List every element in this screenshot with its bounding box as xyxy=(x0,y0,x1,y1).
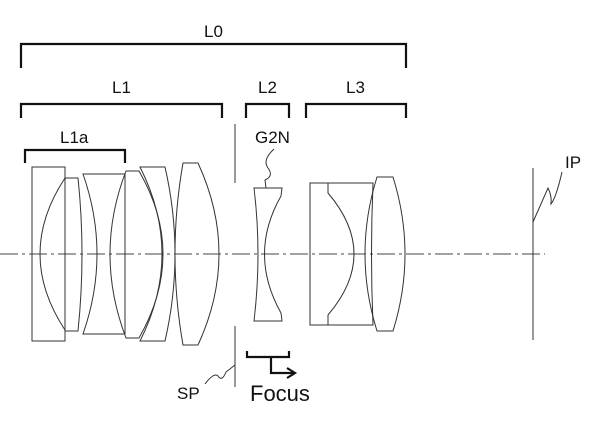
bracket-l1a xyxy=(23,148,127,163)
label-l2: L2 xyxy=(258,78,277,97)
bracket-l3 xyxy=(304,102,408,118)
label-l3: L3 xyxy=(346,78,365,97)
lens-group-l3 xyxy=(309,176,406,332)
label-l1a: L1a xyxy=(60,128,89,147)
bracket-l1 xyxy=(19,102,224,118)
lens-element-2 xyxy=(65,177,83,332)
bracket-l2 xyxy=(244,102,291,118)
lens-element-9 xyxy=(364,176,406,332)
lens-element-1 xyxy=(31,166,66,342)
g2n-leader xyxy=(264,148,275,189)
arrow-right-icon xyxy=(286,367,298,379)
sp-leader xyxy=(204,364,236,385)
lens-element-g2n xyxy=(253,187,283,322)
lens-group-l1 xyxy=(31,162,220,346)
label-ip: IP xyxy=(565,153,581,172)
label-sp: SP xyxy=(177,384,200,403)
lens-element-3 xyxy=(82,173,126,335)
lens-element-6 xyxy=(174,162,220,346)
label-l1: L1 xyxy=(112,78,131,97)
focus-bracket xyxy=(245,351,291,359)
label-g2n: G2N xyxy=(255,128,290,147)
lens-element-5 xyxy=(139,166,176,342)
label-focus: Focus xyxy=(250,381,310,406)
focus-arrow xyxy=(269,357,294,375)
label-l0: L0 xyxy=(204,22,223,41)
bracket-l0 xyxy=(19,42,408,68)
ip-leader xyxy=(532,171,563,223)
